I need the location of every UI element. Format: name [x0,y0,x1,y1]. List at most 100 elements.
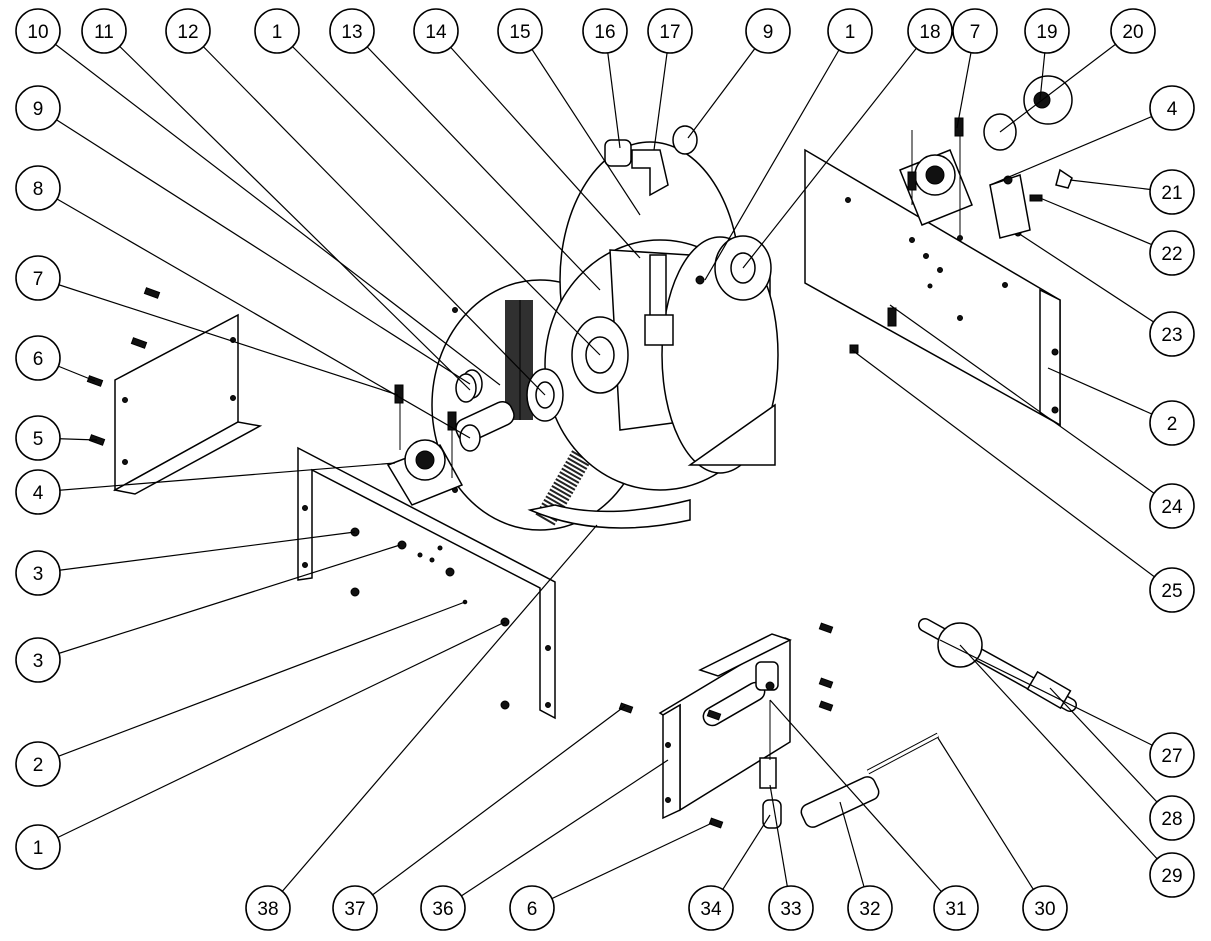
callout-number: 1 [845,22,856,43]
callout-label: 10 [15,8,61,54]
callout-number: 19 [1036,22,1057,43]
callout-number: 6 [33,349,44,370]
callout-label: 1 [15,824,61,870]
callout-label: 6 [509,885,555,931]
callout-label: 13 [329,8,375,54]
callout-label: 1 [254,8,300,54]
left-pillow-block-bearing [386,385,464,506]
leader-line [103,30,471,391]
callout-circle [509,885,555,931]
callout-number: 34 [700,899,722,920]
callout-label: 20 [1110,8,1156,54]
callout-number: 10 [27,22,48,43]
callout-circle [15,255,61,301]
right-pillow-block-bearing [899,120,973,235]
leader-line [37,462,396,493]
leader-line [959,644,1173,876]
callout-circle [1149,567,1195,613]
callout-number: 25 [1161,581,1182,602]
callout-circle [582,8,628,54]
callout-circle [1149,483,1195,529]
front-frame [297,446,556,720]
callout-number: 7 [970,22,981,43]
callout-circle [1149,795,1195,841]
callout-label: 14 [413,8,459,54]
callout-circle [1110,8,1156,54]
callout-circle [688,885,734,931]
leader-line [519,30,641,216]
callout-circle [254,8,300,54]
callout-label: 7 [15,255,61,301]
callout-label: 21 [1149,169,1195,215]
callout-number: 21 [1161,183,1182,204]
leader-line [851,349,1173,591]
leader-line [1017,232,1173,335]
callout-number: 29 [1161,866,1182,887]
callout-number: 16 [594,22,615,43]
callout-label: 38 [245,885,291,931]
callout-label: 12 [165,8,211,54]
callout-circle [1024,8,1070,54]
callout-number: 31 [945,899,966,920]
callout-number: 1 [272,22,283,43]
leader-line [937,737,1046,909]
right-side-panel [804,148,1061,427]
callout-number: 2 [33,755,44,776]
leader-lines [37,30,1173,909]
callout-circle [15,165,61,211]
callout-circle [1149,85,1195,131]
callout-number: 6 [527,899,538,920]
callout-circle [827,8,873,54]
callout-circle [497,8,543,54]
leader-line [187,30,546,396]
leader-line [742,30,931,269]
callout-number: 11 [94,22,114,43]
callout-number: 23 [1161,325,1182,346]
callout-label: 4 [1149,85,1195,131]
callout-circle [15,469,61,515]
leader-line [531,822,713,909]
callout-label: 31 [933,885,979,931]
callout-label: 29 [1149,852,1195,898]
leader-line [37,621,506,848]
callout-circle [15,335,61,381]
callout-number: 1 [33,838,44,859]
callout-number: 28 [1161,809,1182,830]
callout-label: 4 [15,469,61,515]
callout-number: 5 [33,429,44,450]
callout-label: 28 [1149,795,1195,841]
callout-circle [1149,852,1195,898]
callout-circle [847,885,893,931]
leader-line [37,30,501,386]
callout-label: 3 [15,637,61,683]
leader-line [37,601,466,765]
callout-number: 24 [1161,497,1183,518]
callout-number: 8 [33,179,44,200]
callout-number: 13 [341,22,362,43]
callout-circle [420,885,466,931]
callout-number: 37 [344,899,365,920]
left-angle-bracket [112,313,263,495]
callout-label: 8 [15,165,61,211]
callout-label: 27 [1149,732,1195,778]
leader-line [351,30,601,291]
leader-line [37,531,356,574]
callout-label: 7 [952,8,998,54]
callout-label: 16 [582,8,628,54]
callout-circle [245,885,291,931]
callout-label: 9 [15,85,61,131]
callout-circle [15,8,61,54]
callout-label: 37 [332,885,378,931]
callout-number: 4 [1167,99,1178,120]
hose-stop-and-fitting [918,618,1077,712]
callout-label: 11 [81,8,127,54]
leader-line [999,30,1134,133]
callout-label: 19 [1024,8,1070,54]
callout-number: 15 [509,22,530,43]
leader-line [37,187,471,439]
callout-label: 5 [15,415,61,461]
callout-number: 27 [1161,746,1182,767]
